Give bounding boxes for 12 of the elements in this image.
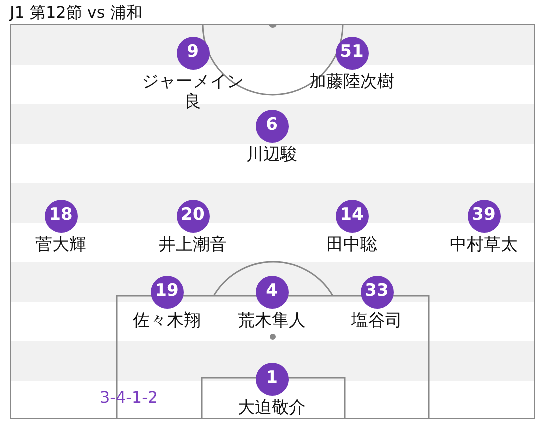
player-name: 菅大輝 — [34, 235, 88, 255]
player-name: 田中聡 — [326, 235, 378, 255]
player-name: 佐々木翔 — [132, 311, 202, 331]
player-name: 加藤陸次樹 — [308, 72, 396, 92]
player-name: ジャーメイン良 — [141, 72, 245, 112]
player-name: 井上潮音 — [158, 235, 228, 255]
player-name: 中村草太 — [449, 235, 519, 255]
player-name: 大迫敬介 — [237, 398, 307, 418]
player-name: 塩谷司 — [350, 311, 404, 331]
player-name: 荒木隼人 — [237, 311, 307, 331]
title: J1 第12節 vs 浦和 — [10, 2, 142, 24]
player-name: 川辺駿 — [246, 145, 298, 165]
